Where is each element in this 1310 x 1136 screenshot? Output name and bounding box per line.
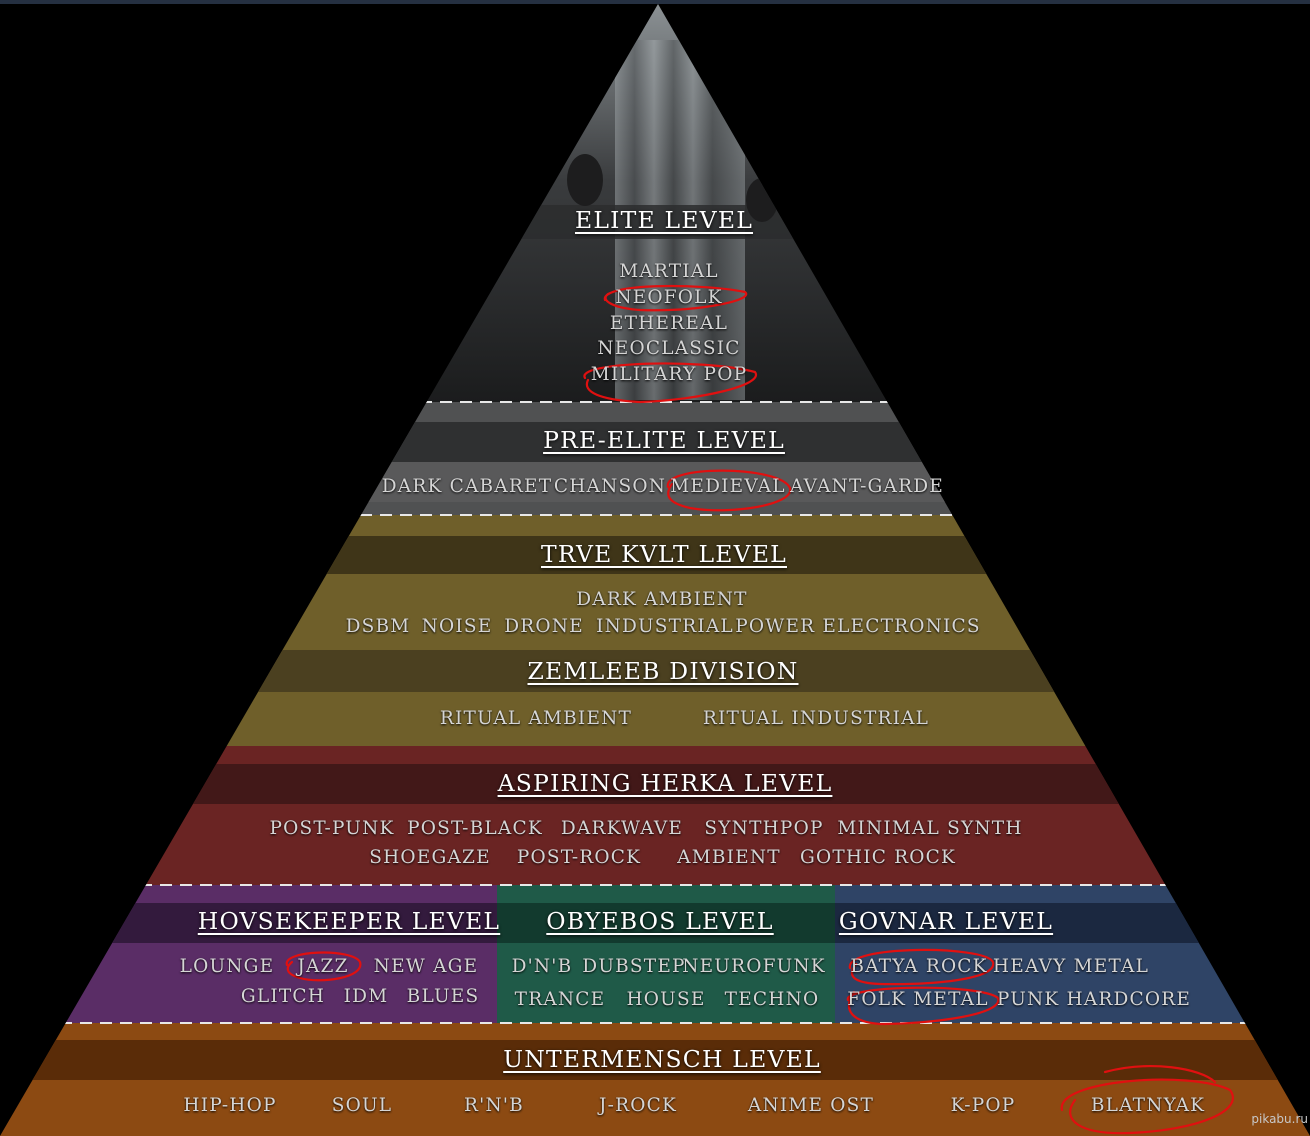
- genre-hip-hop: HIP-HOP: [183, 1095, 277, 1116]
- genre-dark-cabaret: DARK CABARET: [381, 476, 553, 497]
- genre-neoclassic: NEOCLASSIC: [597, 338, 741, 359]
- trve-kvlt-level-title: TRVE KVLT LEVEL: [541, 540, 787, 568]
- genre-post-punk: POST-PUNK: [269, 818, 395, 839]
- aspiring-herka-title-strip: [0, 764, 1310, 804]
- genre-lounge: LOUNGE: [179, 956, 275, 977]
- genre-dark-ambient: DARK AMBIENT: [576, 589, 748, 610]
- circle-jazz: [285, 951, 362, 982]
- circle-medieval: [666, 469, 792, 512]
- untermensch-level-title: UNTERMENSCH LEVEL: [503, 1045, 821, 1073]
- genre-new-age: NEW AGE: [373, 956, 479, 977]
- genre-k-pop: K-POP: [950, 1095, 1016, 1116]
- genre-anime-ost: ANIME OST: [747, 1095, 875, 1116]
- genre-soul: SOUL: [331, 1095, 393, 1116]
- obyebos-level-title: OBYEBOS LEVEL: [546, 907, 774, 935]
- genre-minimal-synth: MINIMAL SYNTH: [837, 818, 1023, 839]
- genre-synthpop: SYNTHPOP: [704, 818, 824, 839]
- genre-folk-metal: FOLK METAL: [847, 989, 989, 1010]
- untermensch-title-strip: [0, 1040, 1310, 1080]
- genre-martial: MARTIAL: [619, 261, 719, 282]
- genre-ritual-industrial: RITUAL INDUSTRIAL: [702, 708, 930, 729]
- elite-level-title: ELITE LEVEL: [574, 206, 754, 234]
- genre-dsbm: DSBM: [345, 616, 411, 637]
- genre-avant-garde: AVANT-GARDE: [790, 476, 944, 497]
- genre-glitch: GLITCH: [240, 986, 326, 1007]
- genre-chanson: CHANSON: [553, 476, 667, 497]
- aspiring-herka-level-title: ASPIRING HERKA LEVEL: [497, 769, 833, 797]
- genre-neurofunk: NEUROFUNK: [682, 956, 826, 977]
- genre-dnb: D'N'B: [511, 956, 573, 977]
- genre-post-rock: POST-ROCK: [516, 847, 642, 868]
- genre-ambient: AMBIENT: [677, 847, 781, 868]
- genre-ethereal: ETHEREAL: [609, 313, 729, 334]
- genre-punk-hardcore: PUNK HARDCORE: [996, 989, 1192, 1010]
- zemleeb-division-title: ZEMLEEB DIVISION: [527, 657, 799, 685]
- genre-medieval: MEDIEVAL: [670, 476, 786, 497]
- elite-figure-left: [567, 154, 603, 206]
- genre-neofolk: NEOFOLK: [615, 287, 723, 308]
- govnar-level-title: GOVNAR LEVEL: [838, 907, 1054, 935]
- genre-jazz: JAZZ: [297, 956, 349, 977]
- annotation-circles: [285, 284, 1234, 1135]
- genre-idm: IDM: [343, 986, 389, 1007]
- genre-heavy-metal: HEAVY METAL: [992, 956, 1150, 977]
- genre-power-electronics: POWER ELECTRONICS: [735, 616, 981, 637]
- genre-darkwave: DARKWAVE: [560, 818, 684, 839]
- genre-trance: TRANCE: [514, 989, 606, 1010]
- circle-neofolk: [603, 284, 748, 312]
- genre-j-rock: J-ROCK: [599, 1095, 677, 1116]
- genre-rnb: R'N'B: [464, 1095, 524, 1116]
- genre-military-pop: MILITARY POP: [590, 364, 748, 385]
- genre-drone: DRONE: [504, 616, 584, 637]
- hovsekeeper-level-title: HOVSEKEEPER LEVEL: [197, 907, 501, 935]
- genre-house: HOUSE: [626, 989, 706, 1010]
- top-border: [0, 0, 1310, 4]
- genre-blues: BLUES: [406, 986, 480, 1007]
- genre-ritual-ambient: RITUAL AMBIENT: [439, 708, 633, 729]
- circle-military-pop: [583, 362, 758, 404]
- obyebos-title-strip: [497, 903, 835, 943]
- circle-batya-rock: [848, 948, 995, 986]
- genre-blatnyak: BLATNYAK: [1090, 1095, 1206, 1116]
- genre-noise: NOISE: [421, 616, 493, 637]
- genre-techno: TECHNO: [724, 989, 820, 1010]
- site-watermark: pikabu.ru: [1251, 1112, 1308, 1126]
- circle-folk-metal: [846, 986, 1000, 1026]
- genre-industrial: INDUSTRIAL: [596, 616, 734, 637]
- genre-post-black: POST-BLACK: [407, 818, 543, 839]
- pre-elite-level-title: PRE-ELITE LEVEL: [543, 426, 785, 454]
- circle-blatnyak: [1060, 1065, 1234, 1135]
- genre-batya-rock: BATYA ROCK: [850, 956, 988, 977]
- genre-dubstep: DUBSTEP: [582, 956, 686, 977]
- genre-shoegaze: SHOEGAZE: [369, 847, 491, 868]
- genre-gothic-rock: GOTHIC ROCK: [799, 847, 957, 868]
